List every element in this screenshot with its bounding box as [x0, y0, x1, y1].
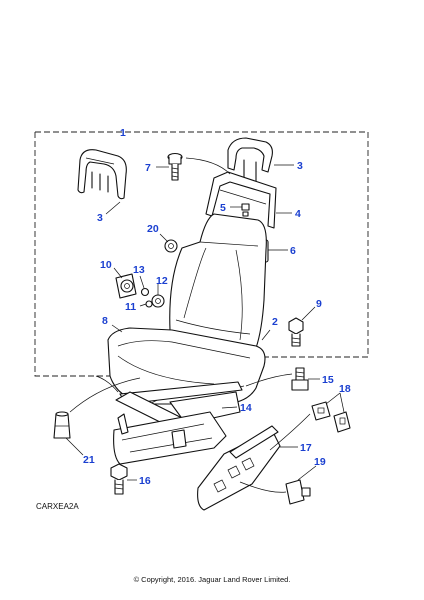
callout-12: 12 — [156, 275, 168, 287]
headrest-left — [77, 149, 127, 200]
callout-1: 1 — [120, 127, 126, 139]
callout-14: 14 — [240, 402, 252, 414]
assembly-frame — [34, 131, 369, 377]
callout-4: 4 — [295, 208, 301, 220]
callout-9: 9 — [316, 298, 322, 310]
cable — [69, 377, 141, 413]
reference-code: CARXEA2A — [36, 502, 79, 511]
headrest-frame — [205, 171, 277, 229]
callout-20: 20 — [147, 223, 159, 235]
seat-base — [113, 381, 243, 465]
screw-11 — [145, 300, 153, 308]
callout-5: 5 — [220, 202, 226, 214]
callout-3-right: 3 — [297, 160, 303, 172]
clip-18 — [311, 401, 351, 433]
callout-2: 2 — [272, 316, 278, 328]
cable — [269, 413, 311, 451]
clip-5 — [241, 203, 250, 217]
callout-11: 11 — [125, 301, 136, 313]
bolt-7 — [167, 152, 183, 181]
leader-lines — [65, 164, 345, 481]
callout-18: 18 — [339, 383, 351, 395]
callout-6: 6 — [290, 245, 296, 257]
trim-panel-17 — [197, 425, 281, 511]
callout-7: 7 — [145, 162, 151, 174]
callout-17: 17 — [300, 442, 312, 454]
callout-21: 21 — [83, 454, 95, 466]
cable — [95, 375, 119, 393]
callout-10: 10 — [100, 259, 112, 271]
callout-8: 8 — [102, 315, 108, 327]
cable — [185, 157, 231, 175]
bolt-16 — [110, 463, 128, 495]
cable — [245, 373, 293, 387]
callout-3-left: 3 — [97, 212, 103, 224]
callout-16: 16 — [139, 475, 151, 487]
headrest-right — [227, 137, 273, 183]
clip-19 — [285, 479, 311, 505]
callout-15: 15 — [322, 374, 334, 386]
knob-12 — [151, 294, 165, 308]
copyright-notice: © Copyright, 2016. Jaguar Land Rover Lim… — [133, 575, 291, 584]
callouts: 1 2 3 3 4 5 6 7 8 9 10 11 12 13 14 15 16… — [83, 127, 351, 487]
callout-19: 19 — [314, 456, 326, 468]
seat-backrest — [169, 213, 267, 351]
bolt-9 — [288, 317, 304, 347]
callout-13: 13 — [133, 264, 145, 276]
washer-13 — [140, 287, 150, 297]
knob-20 — [164, 239, 178, 253]
cup-21 — [53, 411, 71, 439]
mechanism-10 — [115, 273, 137, 299]
cable — [239, 481, 287, 493]
bolt-15 — [291, 367, 309, 391]
